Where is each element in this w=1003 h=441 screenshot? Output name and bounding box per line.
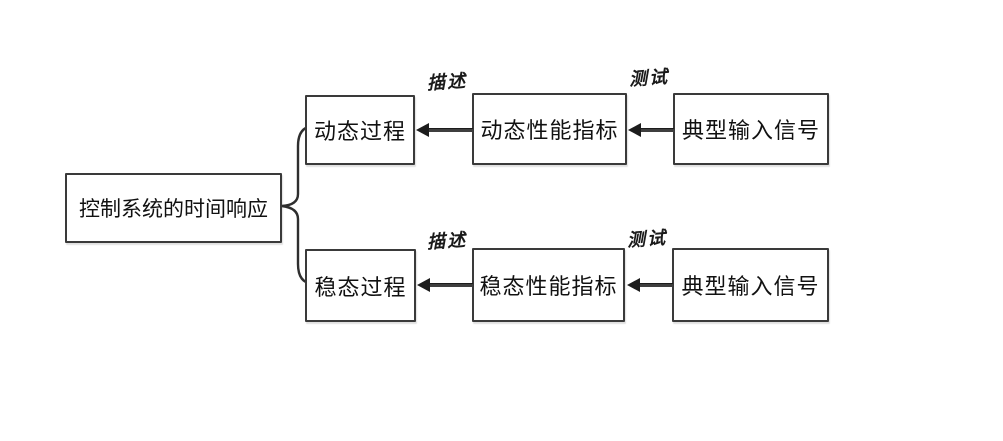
arrow-line-signal-to-indicator-bottom bbox=[639, 283, 673, 287]
describe-arrow-label-top: 描述 bbox=[426, 70, 468, 94]
arrow-line-indicator-to-process-bottom bbox=[429, 283, 473, 287]
left-arrowhead-icon bbox=[627, 278, 640, 292]
root-box: 控制系统的时间响应 bbox=[65, 173, 282, 243]
steady-process-label: 稳态过程 bbox=[314, 274, 407, 300]
left-arrowhead-icon bbox=[628, 123, 641, 137]
typical-input-signal-box-bottom: 典型输入信号 bbox=[672, 248, 829, 322]
describe-arrow-label-bottom: 描述 bbox=[426, 229, 468, 253]
dynamic-process-box: 动态过程 bbox=[305, 95, 415, 165]
test-arrow-label-bottom: 测试 bbox=[626, 227, 668, 251]
typical-input-signal-label-top: 典型输入信号 bbox=[681, 118, 820, 143]
dynamic-indicator-box: 动态性能指标 bbox=[472, 93, 627, 165]
steady-indicator-label: 稳态性能指标 bbox=[479, 274, 618, 299]
arrow-line-signal-to-indicator-top bbox=[640, 128, 674, 132]
test-arrow-label-top: 测试 bbox=[628, 66, 670, 90]
arrow-line-indicator-to-process-top bbox=[428, 128, 473, 132]
root-box-label: 控制系统的时间响应 bbox=[79, 198, 268, 221]
typical-input-signal-box-top: 典型输入信号 bbox=[673, 93, 829, 165]
steady-process-box: 稳态过程 bbox=[305, 249, 416, 322]
steady-indicator-box: 稳态性能指标 bbox=[472, 248, 625, 322]
dynamic-process-label: 动态过程 bbox=[313, 119, 406, 144]
dynamic-indicator-label: 动态性能指标 bbox=[480, 118, 619, 143]
left-arrowhead-icon bbox=[416, 123, 429, 137]
typical-input-signal-label-bottom: 典型输入信号 bbox=[681, 274, 820, 299]
brace-icon bbox=[281, 124, 315, 286]
left-arrowhead-icon bbox=[417, 278, 430, 292]
